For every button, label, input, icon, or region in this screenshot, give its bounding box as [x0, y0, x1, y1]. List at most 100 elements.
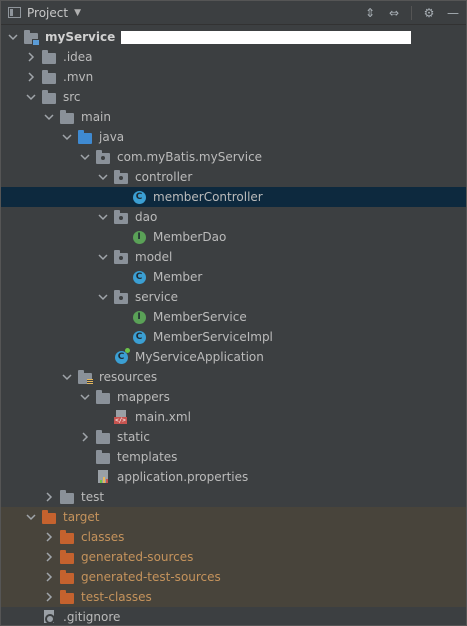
excluded-folder-icon — [59, 569, 75, 585]
tree-row[interactable]: com.myBatis.myService — [1, 147, 466, 167]
chevron-down-icon[interactable] — [79, 151, 91, 163]
tree-item-label: .idea — [63, 50, 93, 64]
java-interface-icon: I — [131, 229, 147, 245]
tree-row[interactable]: test — [1, 487, 466, 507]
tree-item-label: .mvn — [63, 70, 94, 84]
tree-row[interactable]: target — [1, 507, 466, 527]
chevron-down-icon[interactable] — [7, 31, 19, 43]
tree-row[interactable]: dao — [1, 207, 466, 227]
tree-item-label: src — [63, 90, 81, 104]
chevron-right-icon[interactable] — [43, 551, 55, 563]
tree-row[interactable]: classes — [1, 527, 466, 547]
tree-row[interactable]: .gitignore — [1, 607, 466, 625]
chevron-right-icon[interactable] — [43, 571, 55, 583]
tree-row[interactable]: static — [1, 427, 466, 447]
tree-item-label: MemberDao — [153, 230, 227, 244]
spring-app-class-icon: C — [113, 348, 130, 365]
tree-item-label: MemberService — [153, 310, 247, 324]
tree-item-label: test — [81, 490, 105, 504]
excluded-folder-icon — [41, 509, 57, 525]
java-class-icon: C — [131, 269, 147, 285]
chevron-right-icon[interactable] — [43, 491, 55, 503]
tree-item-label: main — [81, 110, 111, 124]
tree-item-label: java — [99, 130, 125, 144]
package-icon — [113, 209, 129, 225]
gear-icon[interactable]: ⚙ — [423, 5, 435, 20]
tree-row[interactable]: templates — [1, 447, 466, 467]
tree-row[interactable]: .mvn — [1, 67, 466, 87]
chevron-right-icon[interactable] — [25, 51, 37, 63]
chevron-down-icon[interactable] — [25, 511, 37, 523]
tree-item-label: memberController — [153, 190, 263, 204]
tree-row[interactable]: I MemberDao — [1, 227, 466, 247]
folder-icon — [41, 89, 57, 105]
chevron-right-icon[interactable] — [43, 591, 55, 603]
package-icon — [95, 149, 111, 165]
excluded-folder-icon — [59, 529, 75, 545]
tree-row[interactable]: myService — [1, 27, 466, 47]
tree-item-label: generated-test-sources — [81, 570, 221, 584]
tree-row[interactable]: java — [1, 127, 466, 147]
package-icon — [113, 169, 129, 185]
folder-icon — [95, 449, 111, 465]
tree-row[interactable]: application.properties — [1, 467, 466, 487]
tree-item-label: generated-sources — [81, 550, 194, 564]
tree-spacer — [115, 231, 127, 243]
tree-row[interactable]: .idea — [1, 47, 466, 67]
folder-icon — [41, 69, 57, 85]
tree-spacer — [79, 471, 91, 483]
folder-icon — [59, 109, 75, 125]
chevron-down-icon[interactable] — [97, 251, 109, 263]
chevron-right-icon[interactable] — [43, 531, 55, 543]
tree-item-label: model — [135, 250, 173, 264]
folder-icon — [59, 489, 75, 505]
chevron-right-icon[interactable] — [25, 71, 37, 83]
gitignore-file-icon — [41, 609, 57, 625]
chevron-right-icon[interactable] — [79, 431, 91, 443]
chevron-down-icon[interactable] — [97, 291, 109, 303]
tree-row[interactable]: src — [1, 87, 466, 107]
view-dropdown-caret-icon[interactable]: ▼ — [74, 7, 81, 18]
tree-row[interactable]: test-classes — [1, 587, 466, 607]
chevron-down-icon[interactable] — [79, 391, 91, 403]
tree-spacer — [79, 451, 91, 463]
chevron-down-icon[interactable] — [97, 171, 109, 183]
expand-all-icon[interactable]: ⇕ — [364, 5, 376, 20]
tree-item-label: controller — [135, 170, 193, 184]
tree-row[interactable]: resources — [1, 367, 466, 387]
tree-row[interactable]: main — [1, 107, 466, 127]
chevron-down-icon[interactable] — [61, 371, 73, 383]
redacted-path-block — [121, 30, 412, 44]
tree-item-label: dao — [135, 210, 158, 224]
chevron-down-icon[interactable] — [43, 111, 55, 123]
toolbar-divider — [411, 5, 412, 20]
tree-item-label: test-classes — [81, 590, 152, 604]
tree-item-label: application.properties — [117, 470, 249, 484]
xml-file-icon: </> — [113, 409, 129, 425]
tree-row[interactable]: service — [1, 287, 466, 307]
chevron-down-icon[interactable] — [25, 91, 37, 103]
tree-row[interactable]: generated-test-sources — [1, 567, 466, 587]
tree-item-label: target — [63, 510, 100, 524]
collapse-all-icon[interactable]: ⇔ — [388, 5, 400, 20]
tree-row[interactable]: </> main.xml — [1, 407, 466, 427]
tree-row[interactable]: model — [1, 247, 466, 267]
tree-item-label: MemberServiceImpl — [153, 330, 273, 344]
tree-item-label: main.xml — [135, 410, 191, 424]
module-folder-icon — [23, 29, 40, 46]
tree-row[interactable]: mappers — [1, 387, 466, 407]
tree-row[interactable]: controller — [1, 167, 466, 187]
folder-icon — [41, 49, 57, 65]
panel-title[interactable]: Project — [27, 5, 69, 20]
hide-panel-icon[interactable]: — — [447, 5, 459, 20]
chevron-down-icon[interactable] — [97, 211, 109, 223]
tree-row[interactable]: generated-sources — [1, 547, 466, 567]
tree-item-label: com.myBatis.myService — [117, 150, 263, 164]
chevron-down-icon[interactable] — [61, 131, 73, 143]
package-icon — [113, 249, 129, 265]
